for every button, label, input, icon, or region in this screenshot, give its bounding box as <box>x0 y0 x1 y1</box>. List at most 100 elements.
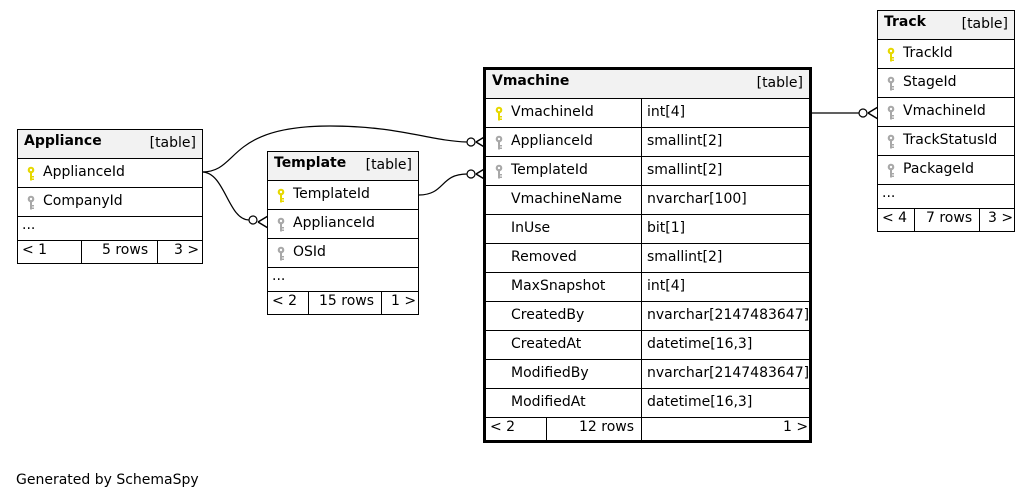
column-type: datetime[16,3] <box>647 336 753 352</box>
column-row[interactable]: TrackId <box>878 40 1014 69</box>
column-type: int[4] <box>647 278 686 294</box>
column-name: InUse <box>511 220 551 236</box>
table-kind: [table] <box>961 16 1008 32</box>
children-count[interactable]: 3 > <box>174 242 200 258</box>
column-row[interactable]: ApplianceId <box>18 159 202 188</box>
crowsfoot-marker <box>257 215 269 229</box>
table-name: Track <box>884 14 926 30</box>
table-footer: < 1 5 rows 3 > <box>18 241 202 263</box>
parents-count[interactable]: < 2 <box>272 293 298 309</box>
column-row[interactable]: CompanyId <box>18 188 202 217</box>
table-footer: < 2 12 rows 1 > <box>486 418 809 440</box>
column-name: VmachineName <box>511 191 623 207</box>
column-name: TemplateId <box>511 162 588 178</box>
parents-count[interactable]: < 2 <box>490 419 516 435</box>
parents-count[interactable]: < 1 <box>22 242 48 258</box>
crowsfoot-marker <box>867 106 879 120</box>
more-columns: ... <box>268 268 418 292</box>
primary-key-icon <box>885 47 897 63</box>
column-name: Removed <box>511 249 577 265</box>
column-name: ModifiedAt <box>511 394 586 410</box>
column-row[interactable]: ApplianceId smallint[2] <box>486 128 809 157</box>
column-row[interactable]: TrackStatusId <box>878 127 1014 156</box>
column-row[interactable]: ApplianceId <box>268 210 418 239</box>
children-count[interactable]: 1 > <box>391 293 417 309</box>
table-name: Appliance <box>24 133 102 149</box>
table-appliance[interactable]: Appliance [table] ApplianceId CompanyId … <box>17 129 203 264</box>
column-name: TemplateId <box>293 186 370 202</box>
table-kind: [table] <box>149 135 196 151</box>
table-kind: [table] <box>365 157 412 173</box>
foreign-key-icon <box>885 134 897 150</box>
column-row[interactable]: VmachineName nvarchar[100] <box>486 186 809 215</box>
foreign-key-icon <box>275 246 287 262</box>
foreign-key-icon <box>885 76 897 92</box>
column-name: TrackId <box>903 45 953 61</box>
table-footer: < 2 15 rows 1 > <box>268 292 418 314</box>
column-type: smallint[2] <box>647 133 723 149</box>
column-row[interactable]: OSId <box>268 239 418 268</box>
table-name: Vmachine <box>492 73 570 89</box>
column-name: CompanyId <box>43 193 123 209</box>
row-count: 7 rows <box>926 210 973 226</box>
relationship-template-vmachine <box>418 173 468 196</box>
row-count: 15 rows <box>319 293 375 309</box>
column-type: nvarchar[2147483647] <box>647 307 810 323</box>
column-row[interactable]: VmachineId <box>878 98 1014 127</box>
column-row[interactable]: InUse bit[1] <box>486 215 809 244</box>
table-header: Track [table] <box>878 11 1014 40</box>
foreign-key-icon <box>493 135 505 151</box>
primary-key-icon <box>25 166 37 182</box>
table-header: Template [table] <box>268 152 418 181</box>
column-type: bit[1] <box>647 220 686 236</box>
foreign-key-icon <box>275 217 287 233</box>
column-row[interactable]: CreatedAt datetime[16,3] <box>486 331 809 360</box>
column-name: CreatedAt <box>511 336 582 352</box>
column-row[interactable]: ModifiedBy nvarchar[2147483647] <box>486 360 809 389</box>
table-footer: < 4 7 rows 3 > <box>878 209 1014 231</box>
column-name: ApplianceId <box>511 133 593 149</box>
foreign-key-icon <box>25 195 37 211</box>
row-count: 12 rows <box>579 419 635 435</box>
foreign-key-icon <box>885 163 897 179</box>
column-row[interactable]: PackageId <box>878 156 1014 185</box>
parents-count[interactable]: < 4 <box>882 210 908 226</box>
children-count[interactable]: 1 > <box>783 419 809 435</box>
column-row[interactable]: TemplateId <box>268 181 418 210</box>
table-template[interactable]: Template [table] TemplateId ApplianceId … <box>267 151 419 315</box>
column-row[interactable]: StageId <box>878 69 1014 98</box>
column-name: PackageId <box>903 161 975 177</box>
column-name: ApplianceId <box>293 215 375 231</box>
children-count[interactable]: 3 > <box>988 210 1014 226</box>
foreign-key-icon <box>885 105 897 121</box>
column-type: smallint[2] <box>647 249 723 265</box>
zero-optional-marker <box>248 215 258 225</box>
column-name: VmachineId <box>903 103 986 119</box>
zero-optional-marker <box>466 169 476 179</box>
column-name: ModifiedBy <box>511 365 589 381</box>
column-row[interactable]: CreatedBy nvarchar[2147483647] <box>486 302 809 331</box>
column-name: OSId <box>293 244 326 260</box>
column-row[interactable]: Removed smallint[2] <box>486 244 809 273</box>
row-count: 5 rows <box>102 242 149 258</box>
column-name: StageId <box>903 74 957 90</box>
relationship-appliance-template <box>201 171 250 221</box>
column-name: CreatedBy <box>511 307 585 323</box>
generated-by-credit: Generated by SchemaSpy <box>16 472 199 488</box>
foreign-key-icon <box>493 164 505 180</box>
zero-optional-marker <box>858 108 868 118</box>
table-kind: [table] <box>756 75 803 91</box>
column-type: nvarchar[100] <box>647 191 747 207</box>
primary-key-icon <box>275 188 287 204</box>
column-type: smallint[2] <box>647 162 723 178</box>
column-name: ApplianceId <box>43 164 125 180</box>
column-type: int[4] <box>647 104 686 120</box>
column-row[interactable]: TemplateId smallint[2] <box>486 157 809 186</box>
column-type: nvarchar[2147483647] <box>647 365 810 381</box>
